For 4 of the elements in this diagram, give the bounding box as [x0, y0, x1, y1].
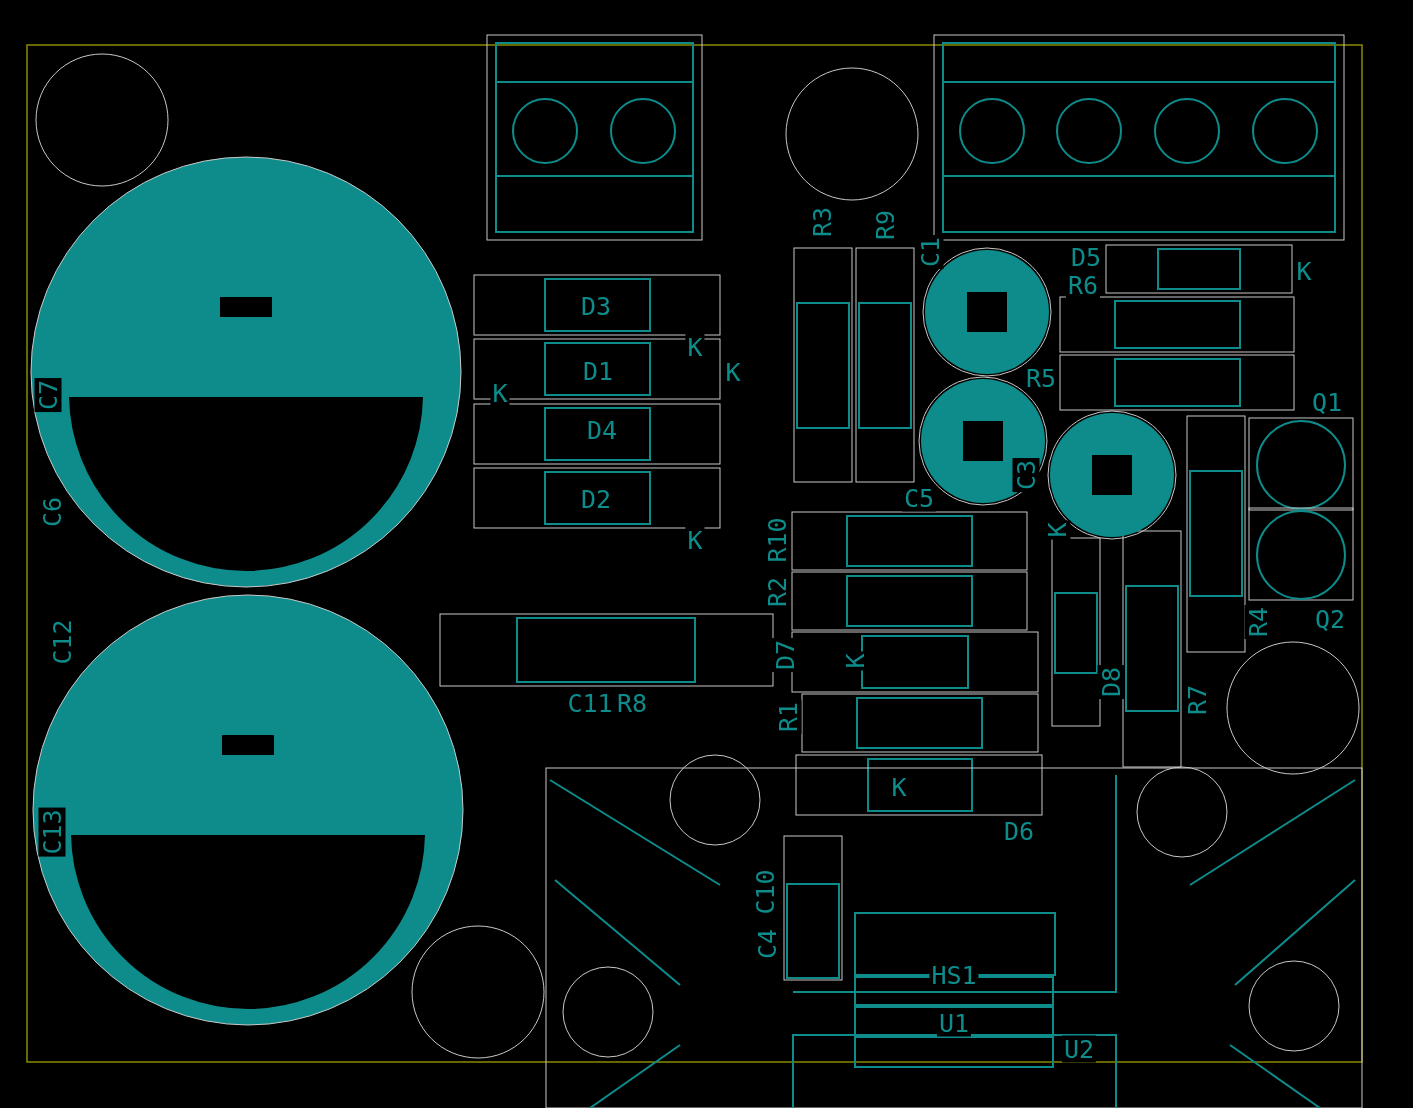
component-designator: C7: [34, 377, 62, 413]
component-designator: C3: [1012, 457, 1040, 493]
component-designator: C13: [38, 807, 66, 857]
component-designator: D8: [1097, 664, 1125, 700]
